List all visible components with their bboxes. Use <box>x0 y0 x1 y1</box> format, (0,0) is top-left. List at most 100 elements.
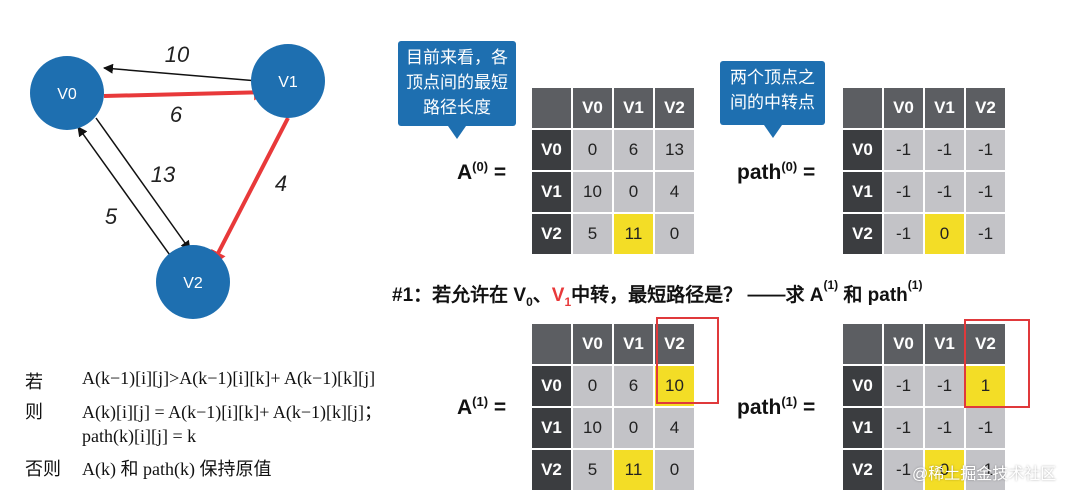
callout-distance: 目前来看，各顶点间的最短路径长度 <box>398 41 516 139</box>
col-header: V0 <box>573 88 612 128</box>
matrix-cell: -1 <box>884 366 923 406</box>
matrix-cell-highlight: 0 <box>925 214 964 254</box>
row-header: V0 <box>843 366 882 406</box>
col-header: V1 <box>925 88 964 128</box>
highlight-box-path1 <box>964 319 1030 408</box>
matrix-cell: 4 <box>655 408 694 448</box>
matrix-cell: -1 <box>884 130 923 170</box>
node-v1-label: V1 <box>278 74 298 91</box>
rule-then-keyword: 则 <box>25 402 43 422</box>
watermark: @稀土掘金技术社区 <box>912 466 1057 483</box>
matrix-cell: -1 <box>966 130 1005 170</box>
matrix-cell: 10 <box>573 172 612 212</box>
matrix-cell: 6 <box>614 130 653 170</box>
matrix-cell-highlight: 10 <box>655 366 694 406</box>
weight-v1-v2: 4 <box>275 171 287 196</box>
weight-v0-v1: 6 <box>170 102 183 127</box>
col-header: V0 <box>884 88 923 128</box>
graph-diagram: V0 V1 V2 10 6 13 4 5 <box>30 42 325 319</box>
matrix-cell: -1 <box>884 214 923 254</box>
matrix-corner <box>532 88 571 128</box>
matrix-cell: -1 <box>925 130 964 170</box>
matrix-cell: -1 <box>925 172 964 212</box>
col-header: V2 <box>966 324 1005 364</box>
col-header: V2 <box>655 324 694 364</box>
rule-if-condition: A(k−1)[i][j]>A(k−1)[i][k]+ A(k−1)[k][j] <box>82 368 376 388</box>
matrix-cell: -1 <box>966 408 1005 448</box>
label-path0: path(0) = <box>737 159 816 184</box>
matrix-cell: 0 <box>655 450 694 490</box>
rule-else-keyword: 否则 <box>25 459 61 479</box>
matrix-cell-highlight: 1 <box>966 366 1005 406</box>
edge-v0-v2 <box>95 117 191 251</box>
row-header: V0 <box>532 366 571 406</box>
matrix-cell: 0 <box>614 172 653 212</box>
label-a1: A(1) = <box>457 394 507 419</box>
edge-v1-v2 <box>210 117 290 267</box>
row-header: V1 <box>532 172 571 212</box>
matrix-cell: 0 <box>655 214 694 254</box>
matrix-cell: 0 <box>573 130 612 170</box>
step-description: #1：若允许在 V0、V1中转，最短路径是？ ——求 A(1) 和 path(1… <box>392 278 923 309</box>
matrix-cell-highlight: 11 <box>614 450 653 490</box>
matrix-corner <box>532 324 571 364</box>
rule-else-line: A(k) 和 path(k) 保持原值 <box>82 459 272 479</box>
row-header: V0 <box>532 130 571 170</box>
matrix-cell: 0 <box>573 366 612 406</box>
matrix-cell: -1 <box>884 172 923 212</box>
matrix-cell: 13 <box>655 130 694 170</box>
matrix-path1: V0 V1 V2 V0 -1 -1 1 V1 -1 -1 -1 V2 -1 0 … <box>841 322 1007 492</box>
col-header: V1 <box>614 324 653 364</box>
matrix-cell: -1 <box>966 172 1005 212</box>
matrix-cell: 6 <box>614 366 653 406</box>
callout-path: 两个顶点之间的中转点 <box>720 61 825 138</box>
matrix-a1: V0 V1 V2 V0 0 6 10 V1 10 0 4 V2 5 11 0 <box>530 322 696 492</box>
row-header: V2 <box>532 214 571 254</box>
matrix-cell-highlight: 0 <box>925 450 964 490</box>
matrix-cell: -1 <box>884 408 923 448</box>
matrix-cell: 5 <box>573 450 612 490</box>
col-header: V0 <box>573 324 612 364</box>
row-header: V1 <box>843 172 882 212</box>
col-header: V1 <box>925 324 964 364</box>
matrix-cell-highlight: 11 <box>614 214 653 254</box>
matrix-corner <box>843 88 882 128</box>
edge-v1-v0 <box>103 63 259 82</box>
matrix-path0: V0 V1 V2 V0 -1 -1 -1 V1 -1 -1 -1 V2 -1 0… <box>841 86 1007 256</box>
matrix-cell: 0 <box>614 408 653 448</box>
node-v0 <box>30 56 104 130</box>
edge-v2-v0 <box>77 126 173 259</box>
weight-v2-v0: 5 <box>105 204 118 229</box>
node-v0-label: V0 <box>57 86 77 103</box>
matrix-a0: V0 V1 V2 V0 0 6 13 V1 10 0 4 V2 5 11 0 <box>530 86 696 256</box>
row-header: V1 <box>532 408 571 448</box>
highlight-box-a1 <box>656 317 719 404</box>
weight-v1-v0: 10 <box>165 42 190 67</box>
row-header: V0 <box>843 130 882 170</box>
matrix-cell: -1 <box>925 408 964 448</box>
row-header: V2 <box>843 214 882 254</box>
matrix-cell: -1 <box>884 450 923 490</box>
row-header: V2 <box>843 450 882 490</box>
col-header: V0 <box>884 324 923 364</box>
col-header: V1 <box>614 88 653 128</box>
weight-v0-v2: 13 <box>151 162 176 187</box>
matrix-cell: -1 <box>966 450 1005 490</box>
row-header: V1 <box>843 408 882 448</box>
rule-if-keyword: 若 <box>25 372 43 392</box>
label-a0: A(0) = <box>457 159 507 184</box>
col-header: V2 <box>966 88 1005 128</box>
rule-then-update-distance: A(k)[i][j] = A(k−1)[i][k]+ A(k−1)[k][j]； <box>82 402 383 422</box>
matrix-cell: 10 <box>573 408 612 448</box>
node-v1 <box>251 44 325 118</box>
row-header: V2 <box>532 450 571 490</box>
node-v2 <box>156 245 230 319</box>
matrix-cell: -1 <box>925 366 964 406</box>
label-path1: path(1) = <box>737 394 816 419</box>
rule-then-update-path: path(k)[i][j] = k <box>82 426 197 446</box>
matrix-corner <box>843 324 882 364</box>
edge-v0-v1 <box>103 84 270 101</box>
matrix-cell: 4 <box>655 172 694 212</box>
col-header: V2 <box>655 88 694 128</box>
node-v2-label: V2 <box>183 275 203 292</box>
